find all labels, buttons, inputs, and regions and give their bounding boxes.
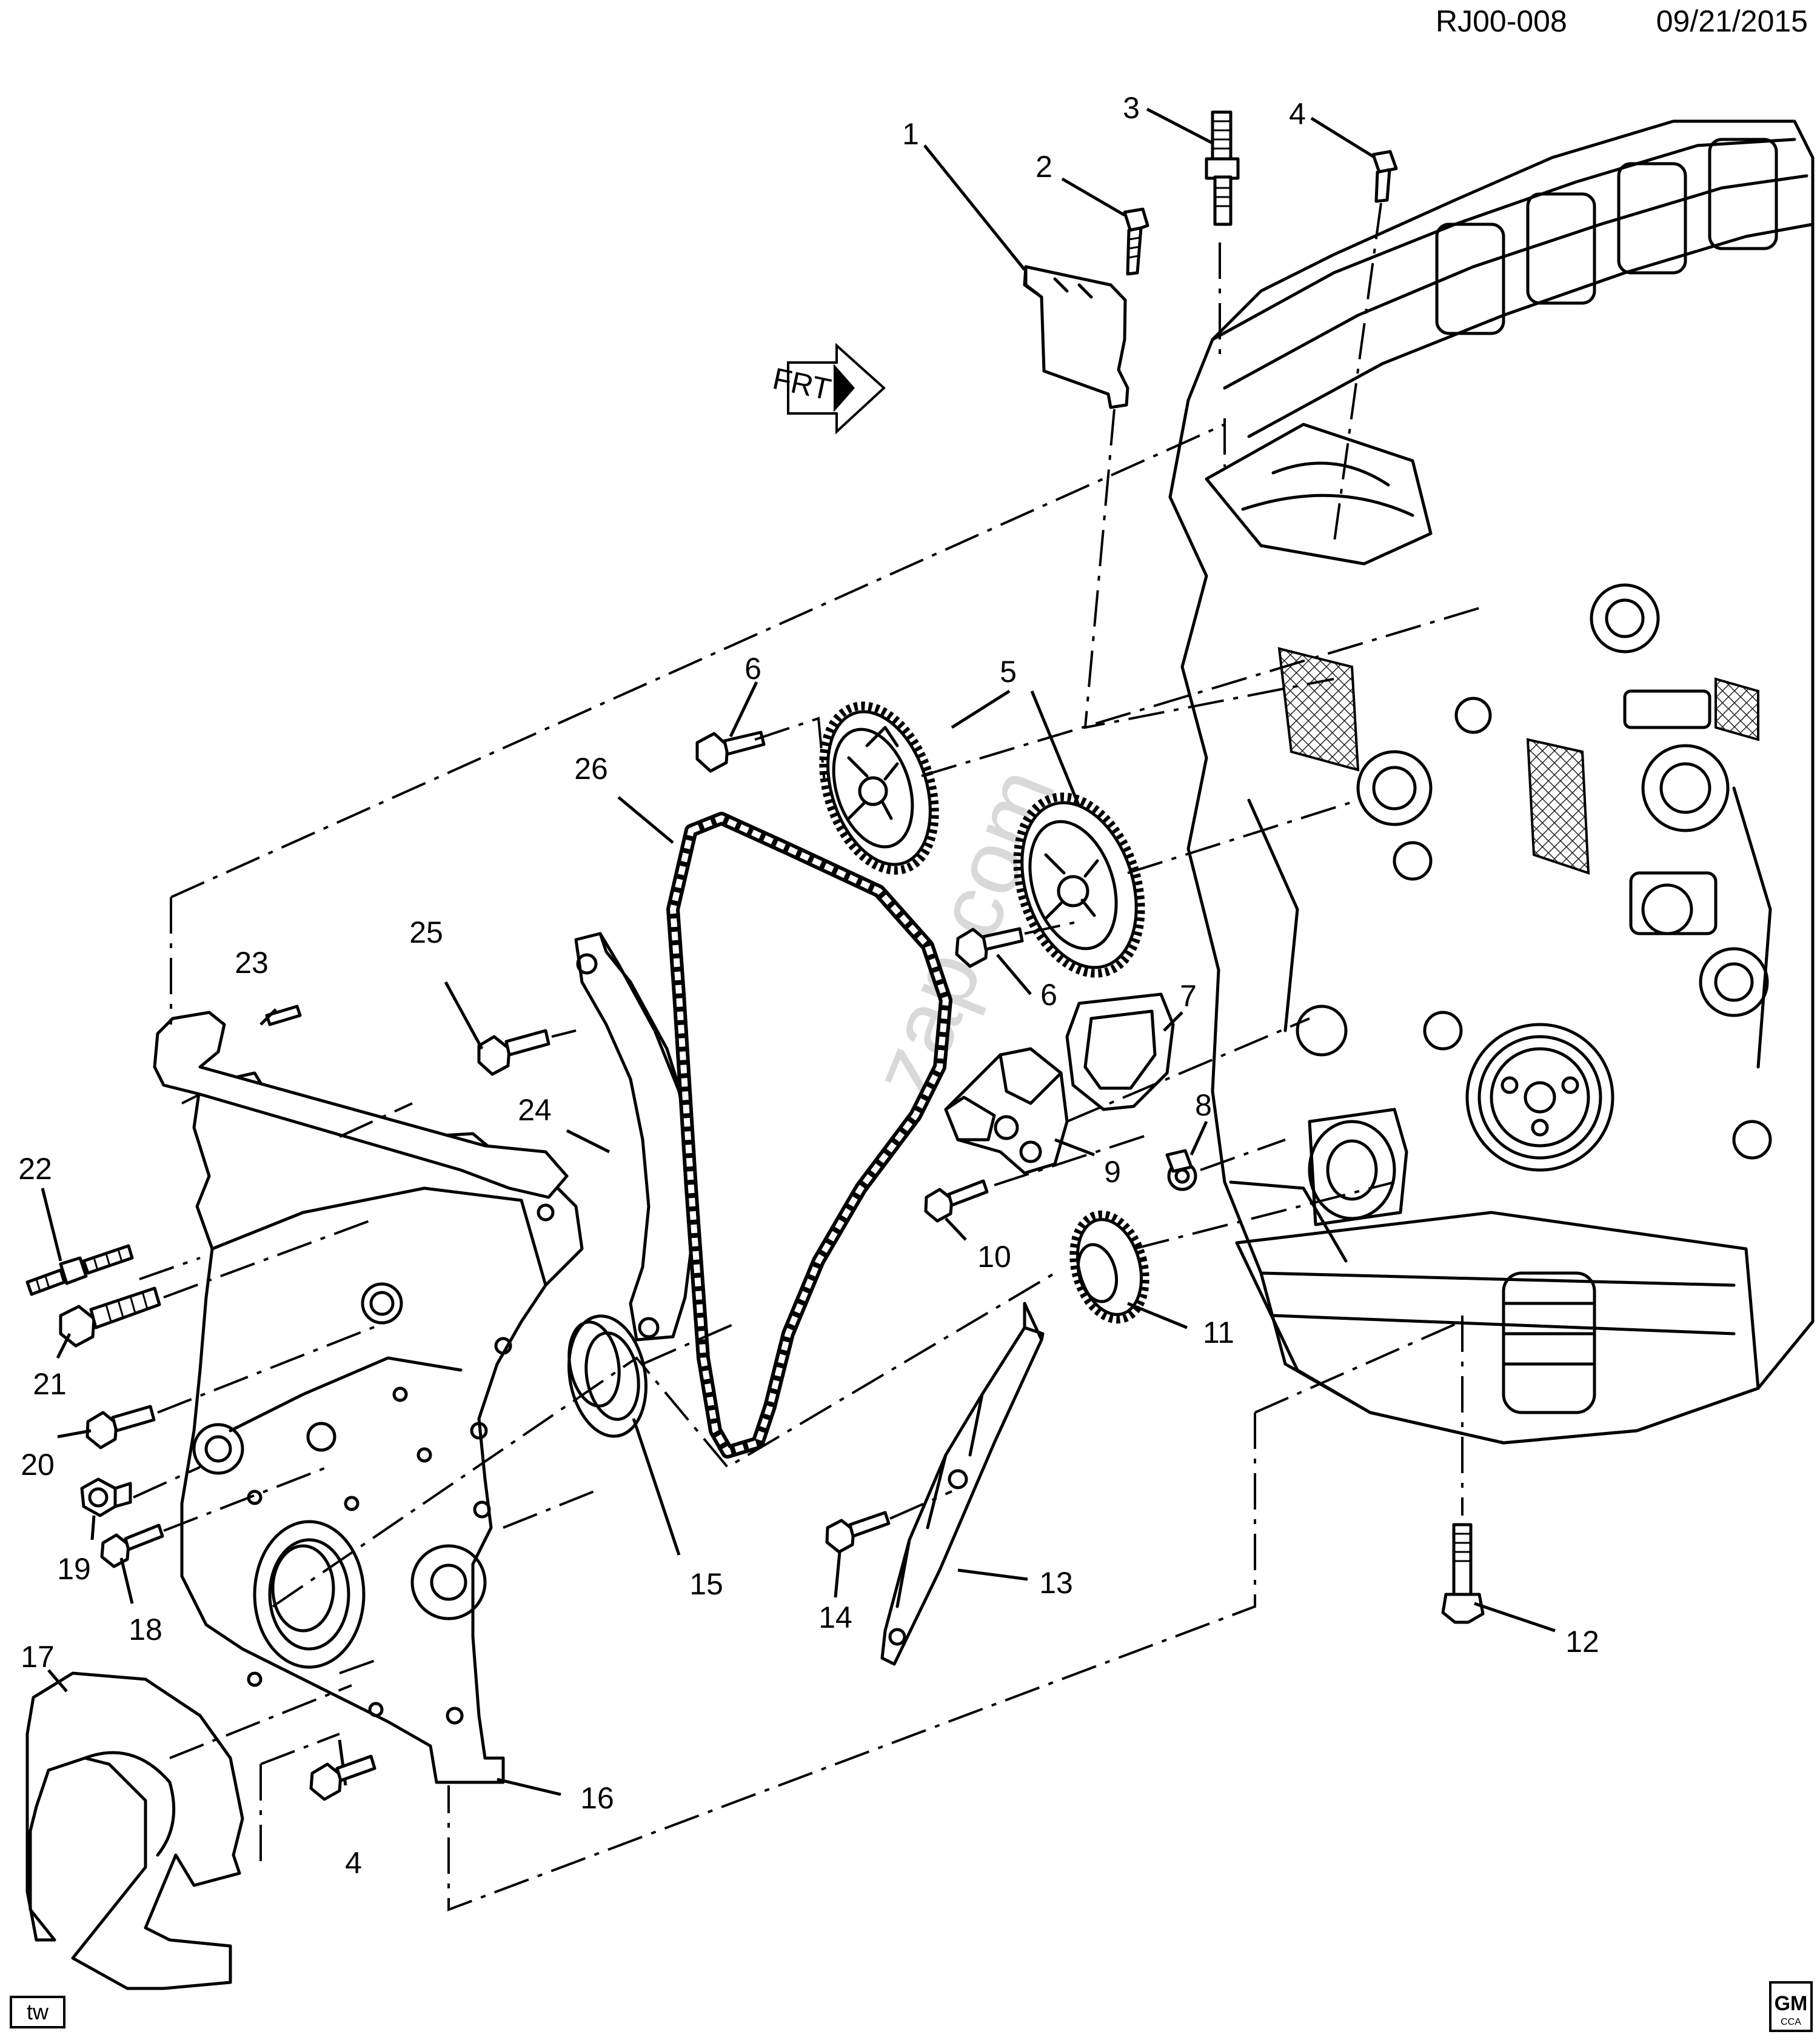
engine-block [1168,119,1815,1445]
part-10-bolt [924,1179,989,1223]
part-25-bolt [477,1029,550,1076]
part-4-bolt-bottom [309,1754,376,1801]
part-11-crankshaft-sprocket [1069,1210,1149,1324]
gm-logo-subtext: CCA [1781,2017,1801,2027]
callout-19: 19 [57,1552,91,1586]
callout-9: 9 [1104,1155,1121,1189]
callout-8: 8 [1195,1088,1212,1122]
callout-26: 26 [574,752,608,786]
footer-tag-box [10,1996,65,2028]
document-date: 09/21/2015 [1656,4,1808,38]
callout-5: 5 [1000,655,1017,689]
part-14-bolt [825,1511,891,1554]
front-direction-marker: FRT [770,343,886,435]
callout-6-lower: 6 [1040,978,1057,1012]
alignment-lines [133,202,1486,1911]
part-15-front-crankshaft-seal [567,1314,647,1438]
callout-17: 17 [21,1640,55,1674]
callout-25: 25 [409,915,443,949]
part-18-bolt [100,1523,164,1568]
part-9-chain-tensioner [944,1047,1069,1175]
gm-logo-text: GM [1775,1992,1808,2015]
part-22-stud [25,1244,134,1296]
part-13-lower-chain-guide [880,1302,1045,1666]
gm-logo: GM CCA [1769,1981,1813,2032]
callout-18: 18 [129,1613,162,1647]
callout-23: 23 [235,946,269,980]
callout-22: 22 [18,1152,52,1186]
part-3-stud [1205,110,1240,226]
callout-20: 20 [21,1448,55,1482]
callout-12: 12 [1565,1625,1599,1659]
front-cover-upper-seal [153,1011,569,1199]
callout-14: 14 [818,1600,852,1634]
part-17-cover-seal [25,1671,244,1990]
part-6-bolts [695,731,1024,968]
callout-3: 3 [1123,91,1140,125]
part-12-bolt [1441,1523,1485,1624]
callout-7: 7 [1180,979,1197,1013]
part-6-bolt-lower [955,927,1024,968]
part-2-bolt [1123,207,1149,276]
leader-lines [41,107,1556,1796]
footer-tag: tw [27,1999,49,2024]
part-8-plug [1165,1149,1197,1191]
callout-21: 21 [33,1367,67,1401]
part-23-dowel-pin [265,1005,302,1026]
callout-11: 11 [1203,1316,1234,1349]
callout-13: 13 [1039,1566,1073,1600]
callout-4-top: 4 [1289,97,1306,131]
part-5-camshaft-actuators [819,701,1145,978]
callout-16: 16 [580,1781,614,1815]
intake-camshaft-actuator [819,701,939,875]
callout-24: 24 [518,1093,552,1127]
callout-15: 15 [689,1567,723,1601]
part-21-bolt [59,1286,161,1348]
callout-6-upper: 6 [744,652,761,686]
header: RJ00-008 09/21/2015 [1436,4,1808,38]
part-4-bolt-top [1371,150,1398,203]
callout-2: 2 [1035,150,1052,184]
callout-1: 1 [902,117,919,151]
part-6-bolt-upper [695,731,766,773]
part-7-tensioner-gasket [1065,992,1175,1111]
part-20-bolt [85,1405,156,1449]
part-19-plug [80,1477,132,1517]
callout-4-bottom: 4 [345,1846,362,1880]
part-26-timing-chain [666,812,952,1459]
footer: tw GM CCA [10,1981,1813,2032]
document-id: RJ00-008 [1436,4,1567,38]
callout-labels: 1 2 3 4 5 6 6 7 8 9 10 11 12 13 14 15 16… [18,91,1599,1880]
callout-10: 10 [977,1240,1011,1274]
part-1-upper-chain-guide [1023,265,1129,409]
